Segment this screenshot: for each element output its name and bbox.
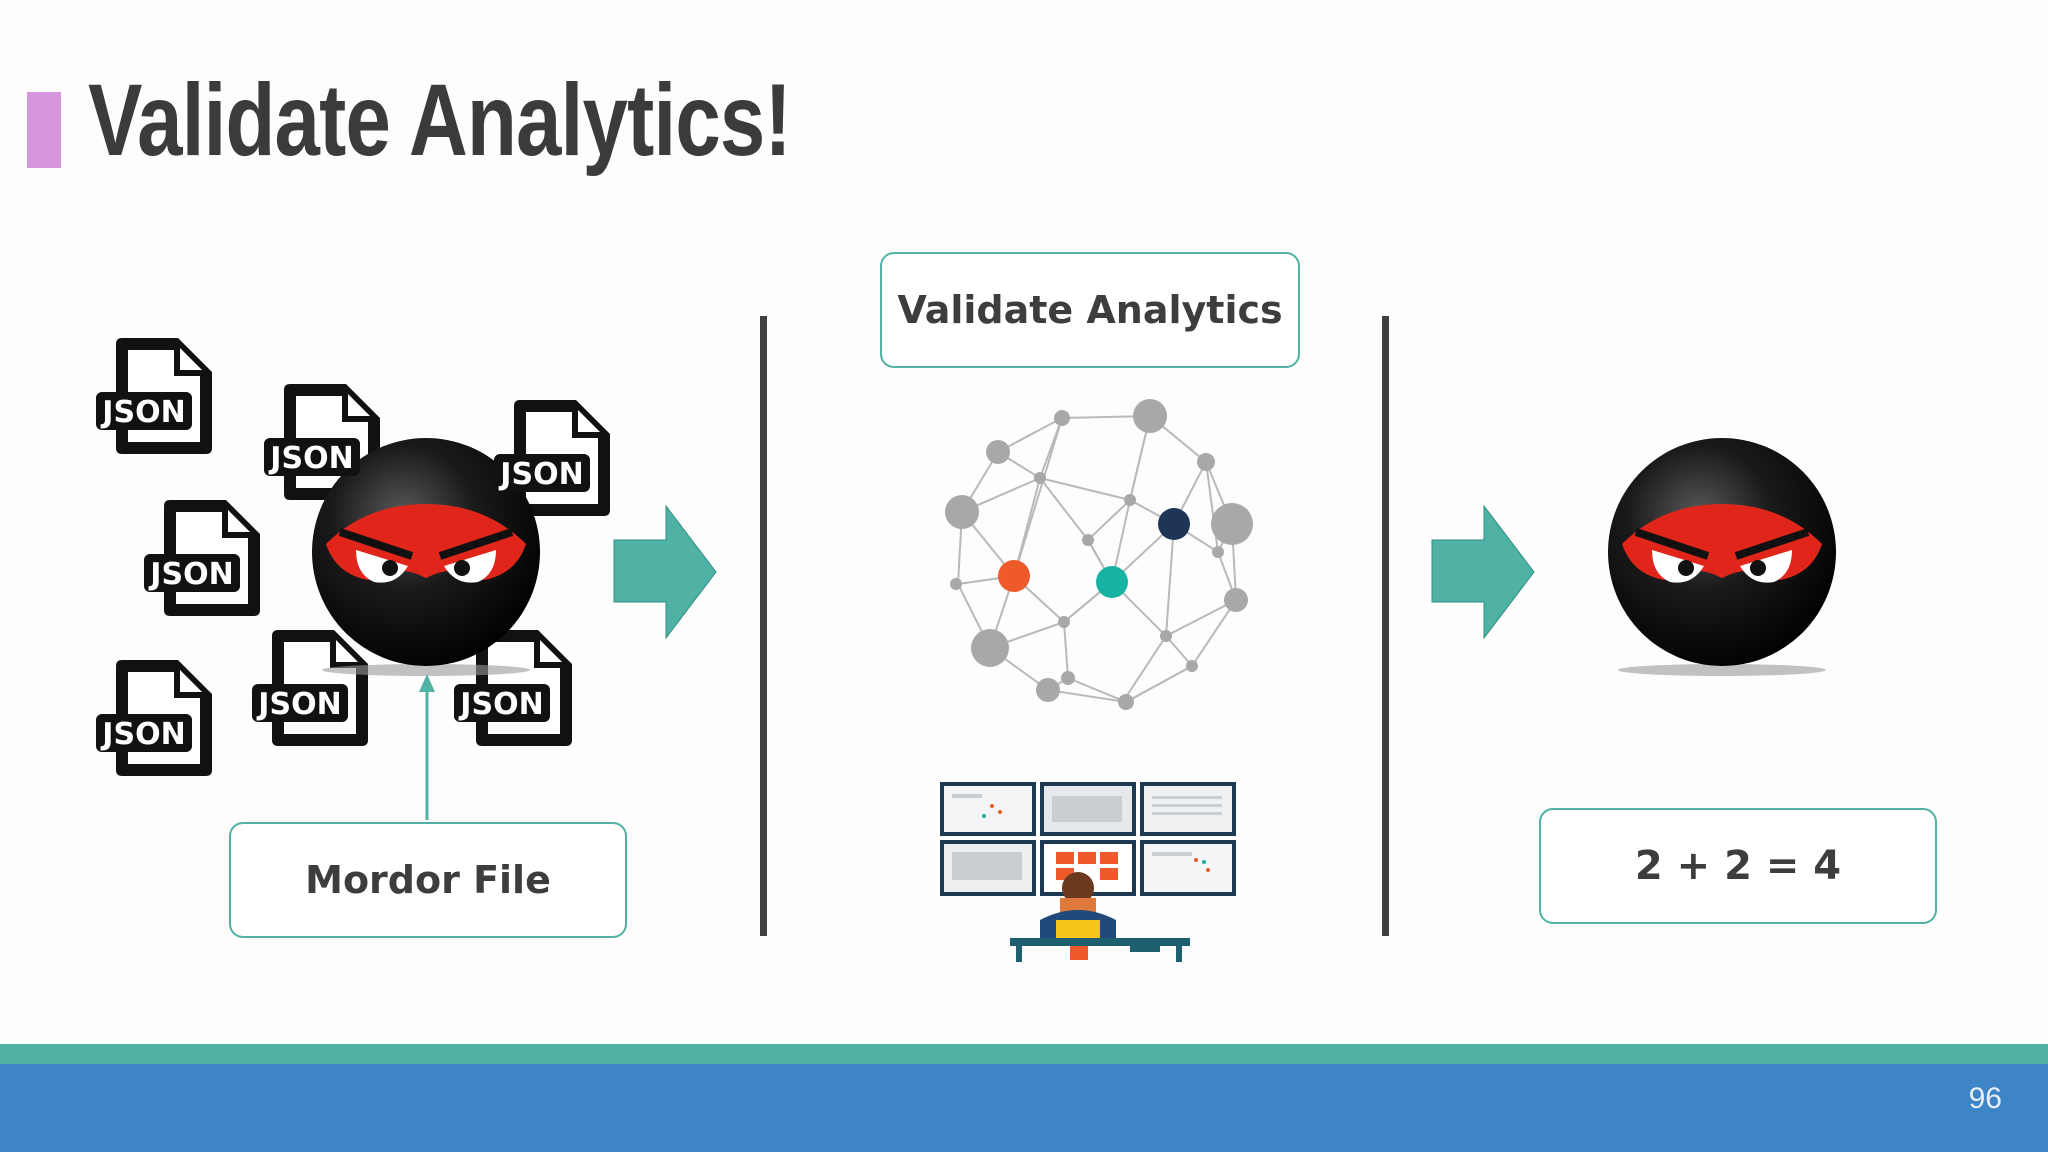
footer-accent-stripe (0, 1044, 2048, 1064)
slide-title: Validate Analytics! (88, 63, 792, 177)
result-caption-box: 2 + 2 = 4 (1539, 808, 1937, 924)
network-nodes (945, 399, 1253, 710)
panel-divider (1382, 316, 1389, 936)
validate-analytics-caption: Validate Analytics (897, 288, 1283, 332)
network-node-teal (1096, 566, 1128, 598)
network-node-orange (998, 560, 1030, 592)
mordor-file-caption: Mordor File (305, 858, 551, 902)
json-file-icon (476, 630, 572, 746)
footer-bar (0, 1064, 2048, 1152)
right-arrow-icon (1431, 504, 1535, 640)
mordor-file-caption-box: Mordor File (229, 822, 627, 938)
panel-divider (760, 316, 767, 936)
json-file-icon (116, 660, 212, 776)
network-node-navy (1158, 508, 1190, 540)
json-file-icon (116, 338, 212, 454)
pointer-arrowhead (419, 674, 435, 692)
analyst-monitors-icon (940, 782, 1236, 962)
page-number: 96 (1968, 1082, 2002, 1115)
json-file-icon (164, 500, 260, 616)
right-arrow-icon (613, 504, 717, 640)
result-caption: 2 + 2 = 4 (1634, 843, 1842, 889)
title-accent-bar (27, 92, 61, 168)
json-file-icon (272, 630, 368, 746)
json-file-icon (514, 400, 610, 516)
ninja-icon (1608, 438, 1836, 676)
validate-analytics-caption-box: Validate Analytics (880, 252, 1300, 368)
